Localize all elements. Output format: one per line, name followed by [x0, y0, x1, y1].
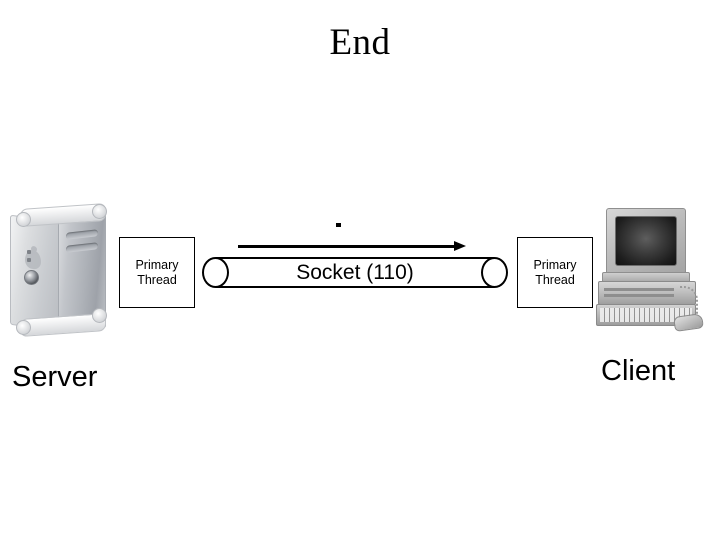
client-caption: Client: [601, 355, 676, 387]
monitor-bezel: [606, 208, 686, 276]
pipe-body: [216, 257, 494, 288]
keyboard-keys: [600, 308, 692, 322]
socket-connection-pipe: Socket (110): [202, 257, 508, 288]
desktop-computer-icon: [596, 208, 708, 334]
tower-corner-top-left: [16, 212, 31, 227]
pipe-cap-left: [202, 257, 229, 288]
mouse-icon: [673, 313, 704, 332]
tower-corner-top-right: [92, 204, 107, 219]
socket-label: Socket (110): [296, 261, 414, 284]
data-flow-arrow: [238, 241, 466, 251]
tower-computer-icon: [8, 202, 112, 338]
server-thread-label-line2: Thread: [137, 272, 177, 287]
server-thread-label: Primary Thread: [135, 258, 178, 288]
client-primary-thread-box: Primary Thread: [517, 237, 593, 308]
server-primary-thread-box: Primary Thread: [119, 237, 195, 308]
server-thread-label-line1: Primary: [135, 257, 179, 272]
server-caption: Server: [12, 361, 98, 393]
page-title: End: [329, 22, 391, 63]
power-button-icon: [24, 270, 39, 285]
tower-corner-bottom-right: [92, 308, 107, 323]
pipe-cap-right: [481, 257, 508, 288]
arrow-shaft: [238, 245, 457, 248]
mouse-cable: [680, 286, 698, 318]
arrow-head-icon: [454, 241, 466, 251]
keyboard-icon: [596, 304, 696, 326]
tower-corner-bottom-left: [16, 320, 31, 335]
arrow-tick-dot: [336, 223, 341, 227]
client-thread-label-line2: Thread: [535, 272, 575, 287]
client-thread-label-line1: Primary: [533, 257, 577, 272]
monitor-screen: [615, 216, 677, 266]
tower-led-indicators: [27, 250, 34, 266]
client-thread-label: Primary Thread: [533, 258, 576, 288]
